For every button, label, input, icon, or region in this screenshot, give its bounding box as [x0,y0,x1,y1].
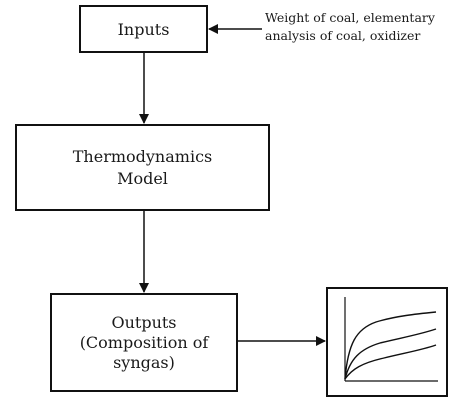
outputs-label-line-2: (Composition of [79,332,209,352]
note-line-2: analysis of coal, oxidizer [265,28,421,43]
mini-chart-icon [344,297,438,382]
mini-chart-curve-top [344,311,437,380]
model-label-line-1: Thermodynamics [72,146,213,166]
note-line-1: Weight of coal, elementary [265,10,435,25]
mini-chart-curve-bottom [344,344,437,380]
mini-chart-curve-middle [344,328,437,380]
outputs-label-line-3: syngas) [113,352,175,372]
outputs-box: Outputs (Composition of syngas) [50,293,238,392]
inputs-label: Inputs [117,19,170,39]
inputs-note: Weight of coal, elementary analysis of c… [265,9,470,45]
thermodynamics-model-box: Thermodynamics Model [15,124,270,211]
model-label-line-2: Model [117,168,168,188]
output-graph-box [326,287,448,397]
outputs-label-line-1: Outputs [111,312,177,332]
inputs-box: Inputs [79,5,208,53]
